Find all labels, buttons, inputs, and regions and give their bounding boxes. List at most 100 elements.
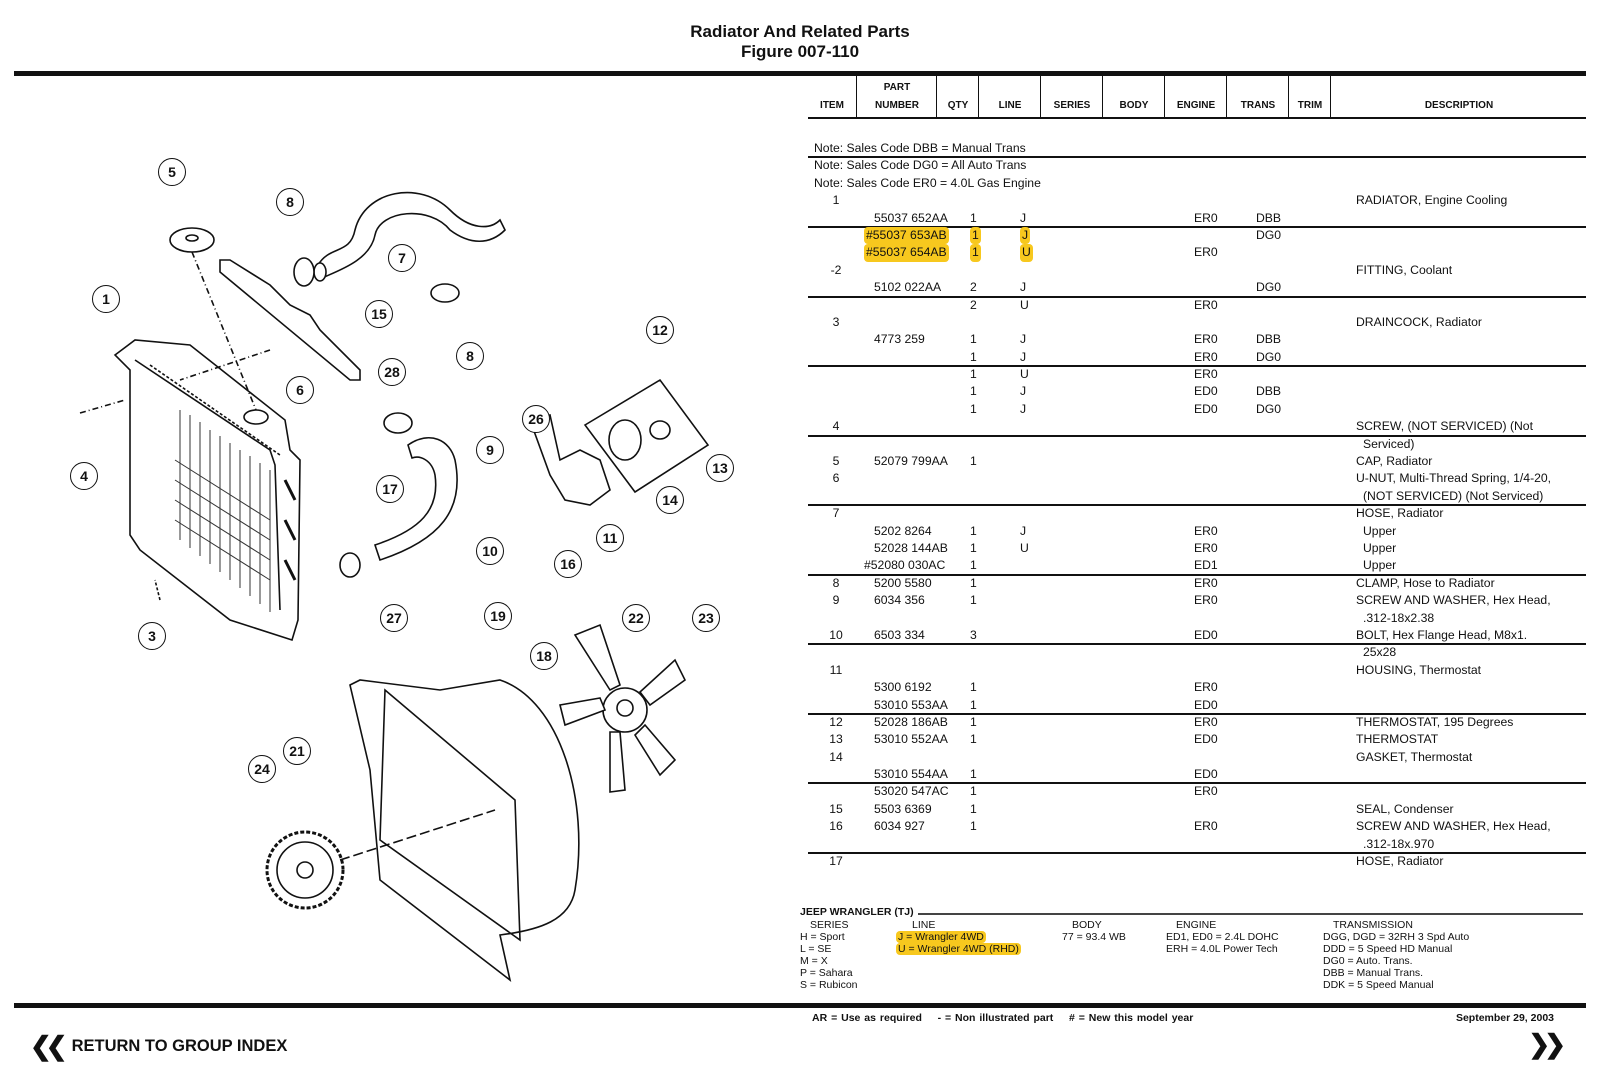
line-code: J <box>1020 349 1027 364</box>
top-divider <box>14 71 1586 76</box>
quantity: 1 <box>970 784 977 799</box>
callout-17[interactable]: 17 <box>376 475 404 503</box>
item-number: 6 <box>832 471 840 486</box>
callout-23[interactable]: 23 <box>692 604 720 632</box>
return-to-group-index-link[interactable]: ❮❮ RETURN TO GROUP INDEX <box>30 1033 288 1059</box>
callout-13[interactable]: 13 <box>706 454 734 482</box>
quantity: 1 <box>970 714 977 729</box>
callout-4[interactable]: 4 <box>70 462 98 490</box>
part-number: 4773 259 <box>874 332 925 347</box>
return-label: RETURN TO GROUP INDEX <box>71 1036 288 1055</box>
part-number: 52079 799AA <box>874 454 948 469</box>
callout-5[interactable]: 5 <box>158 158 186 186</box>
engine-code: ER0 <box>1194 332 1218 347</box>
col-trans: TRANS <box>1226 76 1289 118</box>
part-number: 6034 356 <box>874 593 925 608</box>
item-number: 10 <box>829 627 843 642</box>
description: 25x28 <box>1363 645 1397 660</box>
quantity: 1 <box>970 575 977 590</box>
line-code: J <box>1020 401 1027 416</box>
item-number: 9 <box>832 593 840 608</box>
callout-6[interactable]: 6 <box>286 376 314 404</box>
callout-19[interactable]: 19 <box>484 602 512 630</box>
item-number: 12 <box>829 714 843 729</box>
callout-8[interactable]: 8 <box>276 188 304 216</box>
line-code: J <box>1020 210 1027 225</box>
clamp-drawing <box>293 257 315 287</box>
quantity: 1 <box>970 680 977 695</box>
quantity: 1 <box>970 593 977 608</box>
callout-10[interactable]: 10 <box>476 537 504 565</box>
item-number: 11 <box>829 662 843 677</box>
quantity: 2 <box>970 280 977 295</box>
callout-8b[interactable]: 8 <box>456 342 484 370</box>
callout-9[interactable]: 9 <box>476 436 504 464</box>
callout-26[interactable]: 26 <box>522 405 550 433</box>
description: .312-18x2.38 <box>1363 610 1435 625</box>
callout-24[interactable]: 24 <box>248 755 276 783</box>
part-number: #52080 030AC <box>864 558 946 573</box>
callout-1[interactable]: 1 <box>92 285 120 313</box>
engine-code: ER0 <box>1194 819 1218 834</box>
part-number: 53010 552AA <box>874 732 948 747</box>
next-page-button[interactable]: ❯❯ <box>1528 1031 1565 1058</box>
line-code: J <box>1020 226 1031 245</box>
publication-date: September 29, 2003 <box>1455 1012 1554 1024</box>
quantity: 1 <box>970 332 977 347</box>
description: THERMOSTAT <box>1356 732 1439 747</box>
part-number: 52028 144AB <box>874 540 948 555</box>
trans-code: DBB <box>1256 332 1282 347</box>
callout-28[interactable]: 28 <box>378 358 406 386</box>
line-code: J <box>1020 523 1027 538</box>
engine-code: ER0 <box>1194 367 1218 382</box>
part-number: 6503 334 <box>874 627 925 642</box>
description: SCREW AND WASHER, Hex Head, <box>1356 593 1551 608</box>
callout-14[interactable]: 14 <box>656 486 684 514</box>
description: Upper <box>1363 523 1397 538</box>
page-title: Radiator And Related Parts Figure 007-11… <box>0 22 1600 62</box>
engine-code: ER0 <box>1194 210 1218 225</box>
table-row: .312-18x.970 <box>808 836 1586 855</box>
col-body: BODY <box>1102 76 1165 118</box>
part-number: 5102 022AA <box>874 280 942 295</box>
callout-7[interactable]: 7 <box>388 244 416 272</box>
trans-code: DG0 <box>1256 227 1282 242</box>
item-number: 1 <box>832 193 840 208</box>
quantity: 3 <box>970 627 977 642</box>
callout-12[interactable]: 12 <box>646 316 674 344</box>
item-number: 5 <box>832 454 840 469</box>
engine-code: ER0 <box>1194 714 1218 729</box>
callout-27[interactable]: 27 <box>380 604 408 632</box>
engine-code: ED0 <box>1194 732 1218 747</box>
line-code: J <box>1020 280 1027 295</box>
quantity: 1 <box>970 210 977 225</box>
part-number: 53010 554AA <box>874 767 948 782</box>
callout-22[interactable]: 22 <box>622 604 650 632</box>
callout-3[interactable]: 3 <box>138 622 166 650</box>
engine-code: ER0 <box>1194 575 1218 590</box>
callout-16[interactable]: 16 <box>554 550 582 578</box>
bottom-divider <box>14 1003 1586 1008</box>
legend-body: BODY 77 = 93.4 WB <box>1062 919 1126 943</box>
engine-code: ER0 <box>1194 523 1218 538</box>
callout-15[interactable]: 15 <box>365 300 393 328</box>
upper-hose-drawing <box>317 191 506 280</box>
lower-hose-drawing <box>373 436 458 562</box>
col-qty: QTY <box>936 76 979 118</box>
callout-21[interactable]: 21 <box>283 737 311 765</box>
callout-18[interactable]: 18 <box>530 642 558 670</box>
callout-11[interactable]: 11 <box>596 524 624 552</box>
trans-code: DG0 <box>1256 401 1282 416</box>
